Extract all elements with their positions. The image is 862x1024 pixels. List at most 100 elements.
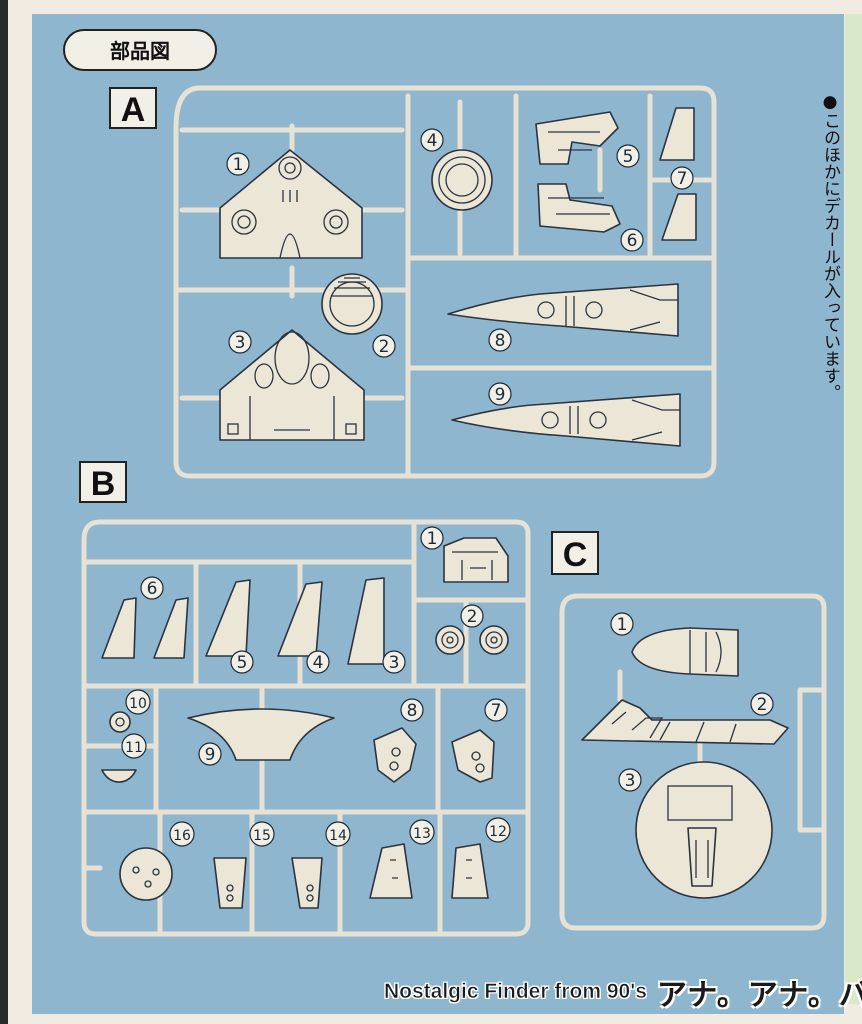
part-a6 [537,183,621,233]
svg-text:7: 7 [491,701,502,721]
sheet-c-part-numbers: 1 2 3 [610,612,774,792]
watermark-logo: アナ。アナ。バー [656,978,862,1013]
svg-text:7: 7 [677,169,688,189]
svg-text:9: 9 [205,745,216,765]
sheet-c-label: C [551,531,599,575]
b-num-1: 1 [420,526,444,550]
part-a7 [659,107,697,241]
svg-text:1: 1 [233,155,244,175]
a-num-6: 6 [620,228,644,252]
watermark: Nostalgic Finder from 90's アナ。アナ。バー [384,972,862,1013]
b-num-10: 10 [125,689,151,715]
sheet-b-label: B [79,461,127,503]
part-b10 [109,711,131,733]
sheet-a-label: A [109,87,157,129]
svg-text:4: 4 [427,131,438,151]
part-b15 [213,857,247,909]
svg-text:9: 9 [495,385,506,405]
part-b8 [373,727,417,783]
part-b2 [435,625,509,655]
svg-text:3: 3 [235,333,246,353]
a-num-8: 8 [488,328,512,352]
svg-text:6: 6 [147,579,158,599]
b-num-2: 2 [460,604,484,628]
svg-text:2: 2 [379,337,390,357]
svg-text:3: 3 [389,653,400,673]
part-b4 [277,581,323,657]
watermark-text: Nostalgic Finder from 90's [384,980,647,1004]
sheet-b: B [79,461,531,937]
svg-text:5: 5 [237,653,248,673]
page-title: 部品図 [63,29,217,71]
b-num-7: 7 [484,698,508,722]
svg-text:1: 1 [617,615,628,635]
svg-text:部品図: 部品図 [110,39,170,63]
part-b7 [451,729,495,783]
b-num-4: 4 [306,650,330,674]
part-a3 [219,329,365,441]
sheet-a: A [109,85,717,479]
a-num-2: 2 [372,334,396,358]
b-num-15: 15 [249,821,275,847]
svg-text:12: 12 [489,824,507,840]
c-num-2: 2 [750,692,774,716]
part-b16 [119,847,173,901]
svg-text:2: 2 [757,695,768,715]
svg-text:5: 5 [623,147,634,167]
svg-text:3: 3 [625,771,636,791]
part-b1 [443,537,509,583]
svg-text:15: 15 [253,828,271,844]
part-b9 [187,708,335,761]
svg-text:C: C [563,536,588,574]
svg-text:4: 4 [313,653,324,673]
svg-text:A: A [121,91,146,129]
svg-text:14: 14 [329,828,347,844]
b-num-13: 13 [409,819,435,845]
b-num-14: 14 [325,821,351,847]
svg-text:2: 2 [467,607,478,627]
a-num-1: 1 [226,152,250,176]
a-num-3: 3 [228,330,252,354]
part-a1 [219,149,363,259]
a-num-7: 7 [670,166,694,190]
b-num-16: 16 [169,821,195,847]
part-b3 [347,577,385,665]
svg-text:10: 10 [129,696,147,712]
svg-text:13: 13 [413,826,431,842]
sheet-a-part-numbers: 1 2 3 4 5 6 7 8 9 [226,128,694,406]
decal-note: ●このほかにデカールが入っています。 [820,92,841,401]
part-c1 [631,627,739,677]
b-num-3: 3 [382,650,406,674]
b-num-11: 11 [121,733,147,759]
part-c3 [635,761,773,899]
svg-text:16: 16 [173,828,191,844]
svg-text:6: 6 [627,231,638,251]
part-b14 [291,857,323,909]
part-a9 [451,393,681,447]
b-num-6: 6 [140,576,164,600]
svg-text:11: 11 [125,740,143,756]
part-a8 [447,283,679,337]
sheet-b-part-numbers: 1 2 3 4 5 6 7 8 9 10 11 12 13 14 15 16 [121,526,511,847]
c-num-3: 3 [618,768,642,792]
svg-text:8: 8 [495,331,506,351]
part-b11 [101,769,137,783]
b-num-12: 12 [485,817,511,843]
part-a2 [321,273,383,335]
a-num-5: 5 [616,144,640,168]
part-a5 [535,111,619,165]
svg-text:8: 8 [407,701,418,721]
svg-text:B: B [91,465,116,503]
part-b13 [369,843,413,899]
part-b12 [451,843,489,899]
part-c2 [581,699,789,745]
svg-text:1: 1 [427,529,438,549]
b-num-9: 9 [198,742,222,766]
b-num-5: 5 [230,650,254,674]
a-num-9: 9 [488,382,512,406]
part-a4 [431,149,493,211]
c-num-1: 1 [610,612,634,636]
part-b6 [101,597,189,659]
a-num-4: 4 [420,128,444,152]
